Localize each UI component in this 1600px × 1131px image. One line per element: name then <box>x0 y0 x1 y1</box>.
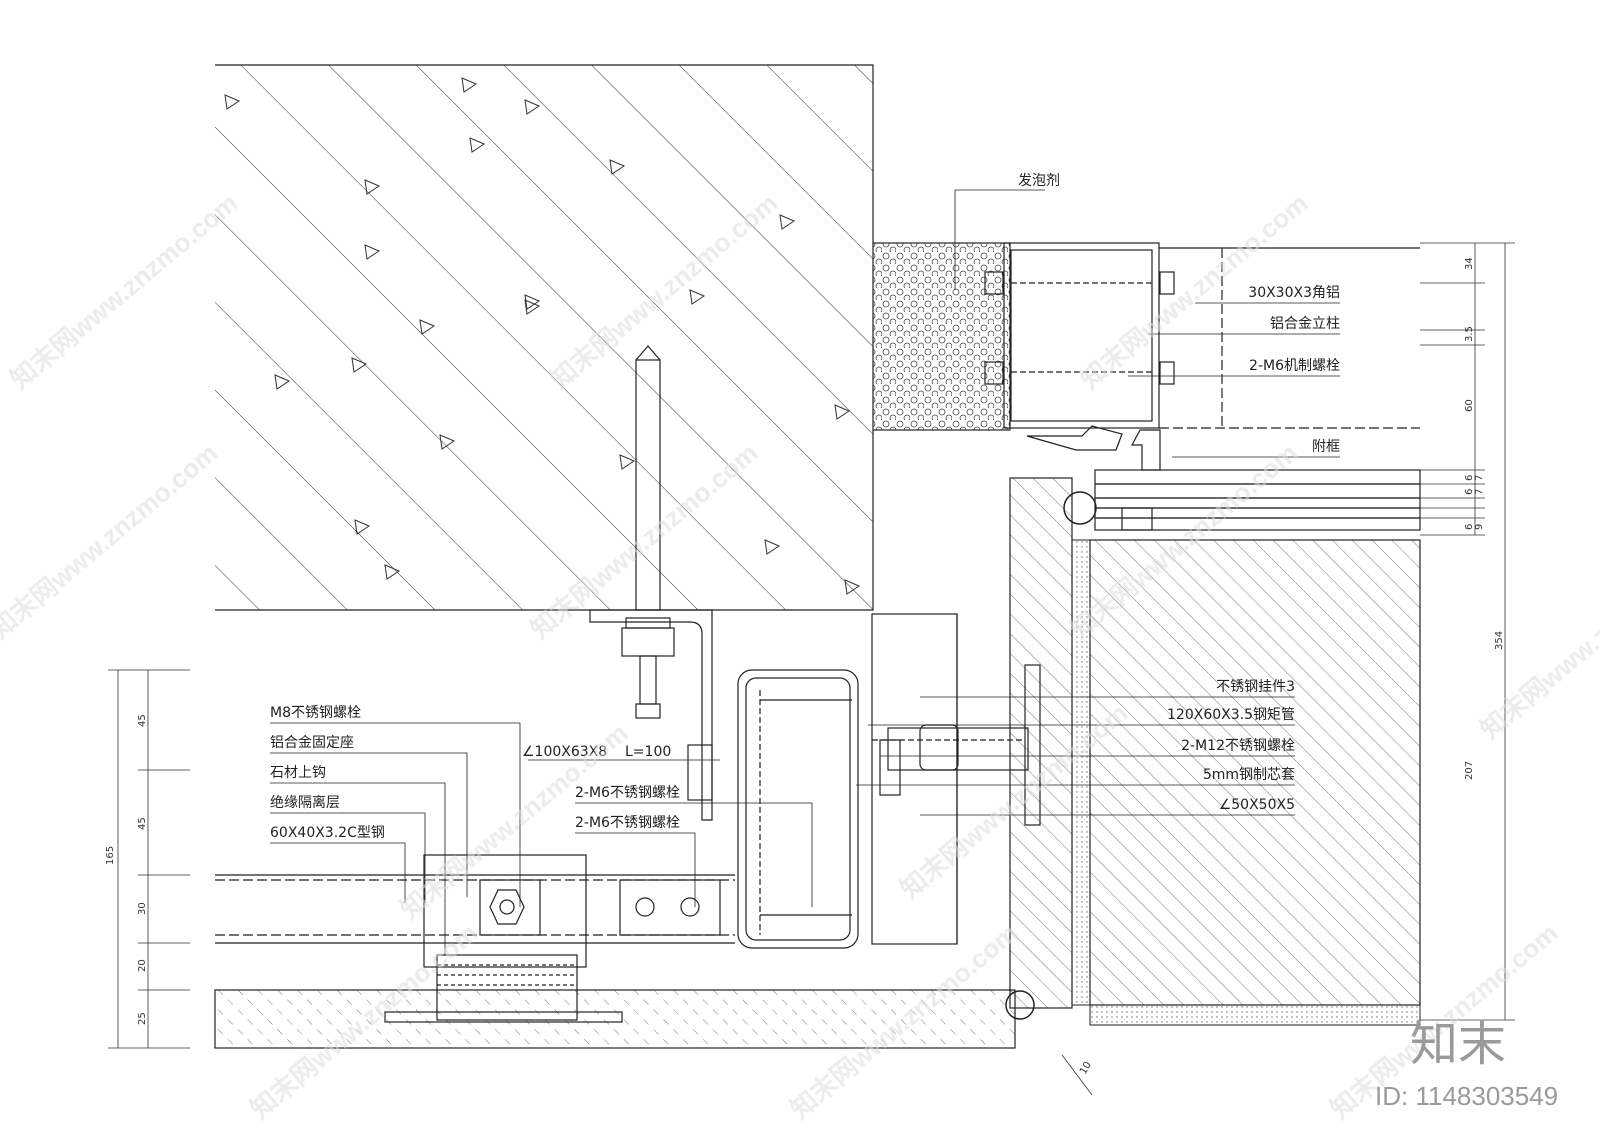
dim-207: 207 <box>1464 761 1475 780</box>
concrete-wall <box>215 64 874 611</box>
c-steel-channel <box>215 854 735 1023</box>
label-steel-tube: 120X60X3.5钢矩管 <box>1167 707 1295 723</box>
dim-60: 60 <box>1464 399 1475 412</box>
dim-45b: 45 <box>137 817 148 830</box>
label-stone-hook: 石材上钩 <box>270 765 326 781</box>
angle-100x63 <box>589 609 713 821</box>
foam-filler <box>872 242 1011 431</box>
watermark-brand: 知末 <box>1410 1018 1506 1071</box>
label-alu-mullion: 铝合金立柱 <box>1270 316 1340 332</box>
label-foam: 发泡剂 <box>1018 173 1060 189</box>
label-m8-bolt: M8不锈钢螺栓 <box>270 705 361 721</box>
dim-7b: 7 <box>1474 489 1485 495</box>
dim-165: 165 <box>105 846 116 865</box>
steel-rect-tube <box>687 669 901 949</box>
dim-45a: 45 <box>137 714 148 727</box>
dimension-lines <box>108 242 1515 1096</box>
label-c-steel: 60X40X3.2C型钢 <box>270 825 385 841</box>
dim-354: 354 <box>1494 631 1505 650</box>
label-m6-ss-bolt-1: 2-M6不锈钢螺栓 <box>575 785 680 801</box>
label-insulation: 绝缘隔离层 <box>270 794 340 811</box>
dim-7a: 7 <box>1474 475 1485 481</box>
dimension-texts-left: 45 45 30 20 25 165 <box>105 714 148 1025</box>
watermark-text: 知末网www.znzmo.com <box>0 437 223 644</box>
label-angle-alu: 30X30X3角铝 <box>1248 285 1340 301</box>
dim-6c: 6 <box>1464 524 1475 530</box>
dim-20: 20 <box>137 959 148 972</box>
dim-25: 25 <box>137 1012 148 1025</box>
label-m6-machine-bolt: 2-M6机制螺栓 <box>1249 358 1340 374</box>
watermark-id: ID: 1148303549 <box>1375 1081 1558 1111</box>
dimension-texts-right: 34 3.5 60 6 7 6 7 6 9 354 207 <box>1464 257 1505 780</box>
dim-3-5: 3.5 <box>1464 326 1475 342</box>
aluminium-mullion <box>984 242 1420 429</box>
aggregate-triangles <box>224 77 861 595</box>
label-sub-frame: 附框 <box>1312 439 1340 455</box>
dim-34: 34 <box>1464 257 1475 270</box>
label-angle-length: L=100 <box>625 744 671 760</box>
label-angle-100: ∠100X63X8 <box>522 744 607 760</box>
dim-30: 30 <box>137 902 148 915</box>
label-steel-sleeve: 5mm钢制芯套 <box>1203 767 1295 783</box>
stone-panel-right <box>1005 477 1421 1026</box>
dim-9: 9 <box>1474 524 1485 530</box>
leader-lines <box>270 189 1340 955</box>
label-m12-bolt: 2-M12不锈钢螺栓 <box>1181 738 1295 754</box>
stone-panel-bottom <box>214 989 1016 1049</box>
dim-6a: 6 <box>1464 475 1475 481</box>
dim-10: 10 <box>1078 1060 1094 1077</box>
annotation-labels: 发泡剂 30X30X3角铝 铝合金立柱 2-M6机制螺栓 附框 不锈钢挂件3 1… <box>270 173 1340 841</box>
label-ss-hanger: 不锈钢挂件3 <box>1216 679 1295 695</box>
label-m6-ss-bolt-2: 2-M6不锈钢螺栓 <box>575 815 680 831</box>
label-angle-50: ∠50X50X5 <box>1219 797 1295 813</box>
dim-6b: 6 <box>1464 489 1475 495</box>
watermark-text: 知末网www.znzmo.com <box>5 187 244 394</box>
label-alu-seat: 铝合金固定座 <box>270 735 354 751</box>
